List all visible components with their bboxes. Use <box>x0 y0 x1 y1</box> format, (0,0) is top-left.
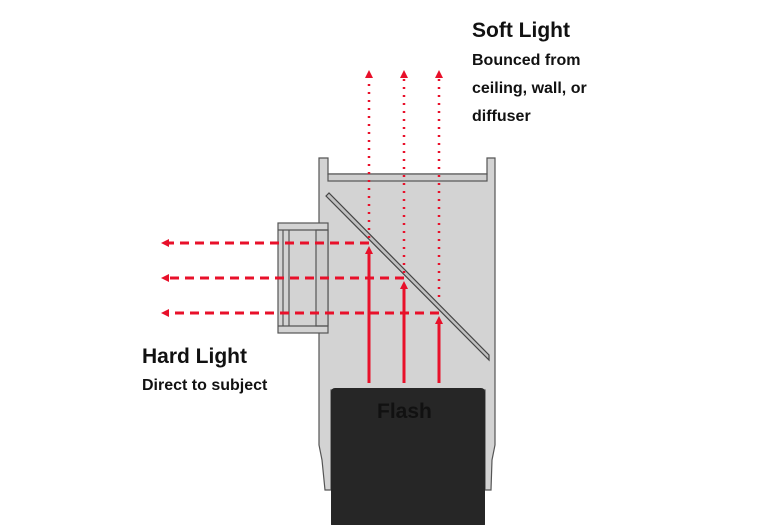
flash-unit <box>331 388 485 525</box>
diffuser-body <box>277 157 496 491</box>
soft-light-line: Bounced from <box>472 52 581 69</box>
hard-light-subtitle: Direct to subject <box>142 377 268 394</box>
flash-label: Flash <box>377 400 432 423</box>
soft-light-line: diffuser <box>472 108 531 125</box>
hard-light-title: Hard Light <box>142 345 247 368</box>
light-rays <box>161 70 443 383</box>
mirror <box>325 192 490 362</box>
soft-light-line: ceiling, wall, or <box>472 80 587 97</box>
soft-light-title: Soft Light <box>472 19 570 42</box>
